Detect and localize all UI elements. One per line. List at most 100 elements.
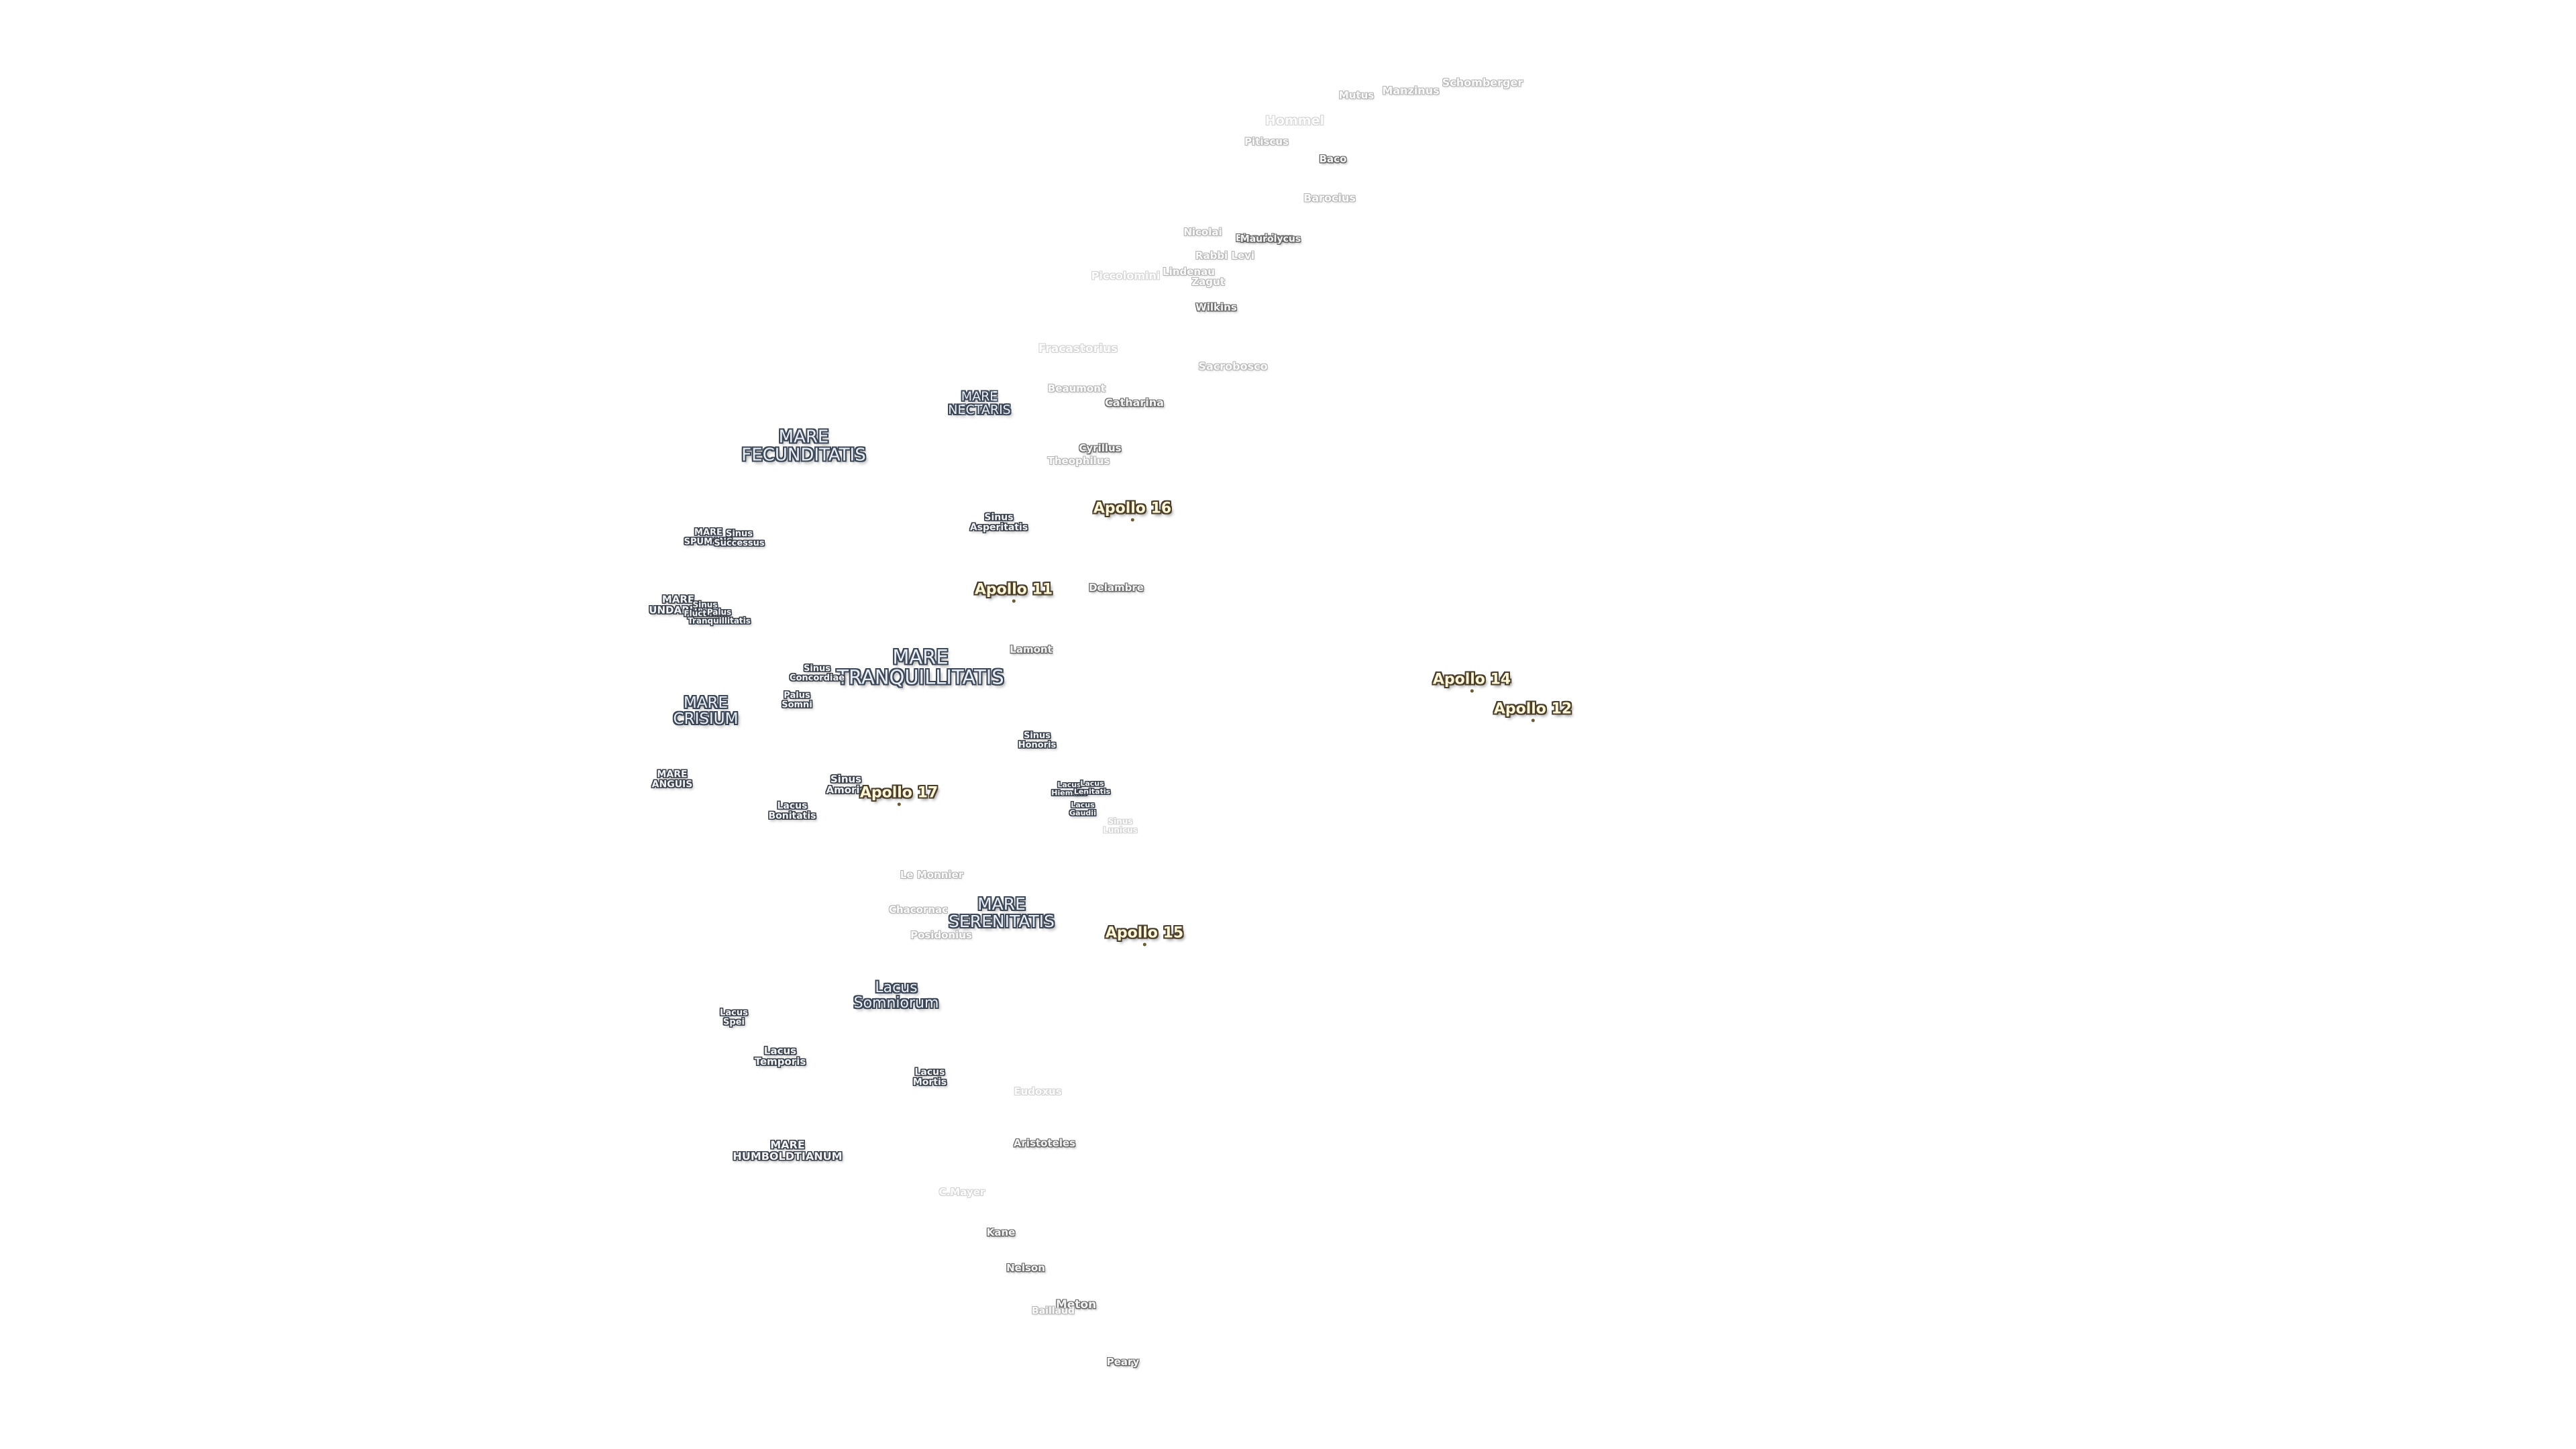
- label-text: MARE CRISIUM: [673, 694, 739, 728]
- label-text: Theophilus: [1047, 455, 1110, 468]
- label-apollo-17: Apollo 17: [860, 785, 938, 806]
- label-lacus-lenitatis: Lacus Lenitatis: [1074, 780, 1110, 795]
- label-pitiscus: Pitiscus: [1244, 136, 1289, 148]
- label-meton: Meton: [1056, 1299, 1096, 1311]
- label-text: Baillaud: [1032, 1305, 1075, 1317]
- label-text: Sinus Amoris: [826, 773, 866, 796]
- label-text: Nicolai: [1183, 226, 1222, 239]
- label-sinus-concordiae: Sinus Concordiae: [790, 664, 845, 682]
- label-text: Lacus Mortis: [912, 1067, 947, 1087]
- label-text: Eudoxus: [1014, 1085, 1062, 1098]
- label-text: Lindenau: [1163, 266, 1215, 278]
- label-text: Sinus Successus: [714, 529, 765, 548]
- label-text: MARE HUMBOLDTIANUM: [733, 1138, 843, 1163]
- label-text: Wilkins: [1195, 301, 1237, 314]
- label-lacus-hiemalis: Lacus Hiemalis: [1051, 781, 1087, 796]
- label-text: Lacus Gaudii: [1069, 800, 1096, 817]
- label-text: Lacus Spei: [720, 1008, 748, 1027]
- label-christian-mayer: C.Mayer: [939, 1187, 985, 1198]
- label-mare-serenitatis: MARE SERENITATIS: [949, 894, 1055, 931]
- label-text: Lacus Somniorum: [853, 979, 939, 1012]
- label-sinus-fluctuum: Sinus Fluctuum: [684, 600, 726, 617]
- landing-site-marker-icon: [1531, 718, 1535, 722]
- label-piccolomini: Piccolomini: [1091, 269, 1161, 282]
- label-schomberger: Schomberger: [1442, 77, 1523, 89]
- label-lacus-bonitatis: Lacus Bonitatis: [768, 801, 816, 820]
- label-apollo-15: Apollo 15: [1106, 925, 1183, 947]
- label-text: MARE TRANQUILLITATIS: [837, 645, 1004, 689]
- label-posidonius: Posidonius: [910, 930, 972, 941]
- label-text: Barocius: [1303, 191, 1356, 205]
- label-sinus-amoris: Sinus Amoris: [826, 773, 866, 796]
- label-text: Palus Somni: [782, 690, 812, 710]
- label-chacornac: Chacornac: [889, 904, 948, 916]
- label-mare-anguis: MARE ANGUIS: [652, 769, 693, 789]
- label-text: Sinus Lunicus: [1103, 816, 1138, 835]
- label-fracastorius: Fracastorius: [1038, 343, 1118, 356]
- label-text: Apollo 14: [1432, 671, 1511, 688]
- label-mare-nectaris: MARE NECTARIS: [948, 390, 1010, 417]
- label-mutus: Mutus: [1338, 89, 1375, 102]
- label-text: Lacus Bonitatis: [768, 800, 816, 821]
- label-barocius: Barocius: [1303, 193, 1356, 205]
- label-text: MARE SPUMANS: [684, 527, 733, 547]
- label-mare-crisium: MARE CRISIUM: [674, 695, 739, 727]
- label-sinus-lunicus: Sinus Lunicus: [1103, 817, 1138, 834]
- label-text: C.Mayer: [938, 1186, 985, 1199]
- label-text: MARE SERENITATIS: [949, 894, 1055, 931]
- label-manzinus: Manzinus: [1382, 85, 1439, 97]
- label-text: Hommel: [1265, 113, 1324, 129]
- label-lamont: Lamont: [1010, 643, 1053, 656]
- label-text: Sinus Honoris: [1018, 731, 1057, 750]
- label-text: Sinus Asperitatis: [969, 512, 1028, 533]
- label-lacus-gaudii: Lacus Gaudii: [1069, 801, 1096, 816]
- label-sinus-asperitatis: Sinus Asperitatis: [970, 513, 1028, 532]
- label-mare-fecunditatis: MARE FECUNDITATIS: [741, 428, 865, 466]
- label-text: Piccolomini: [1091, 269, 1161, 282]
- label-mare-tranquillitatis: MARE TRANQUILLITATIS: [837, 647, 1004, 688]
- label-text: Lacus Temporis: [754, 1044, 806, 1067]
- label-text: MARE ANGUIS: [651, 769, 693, 790]
- label-text: MARE NECTARIS: [948, 389, 1011, 417]
- label-text: Lamont: [1010, 643, 1053, 656]
- label-text: Le Monnier: [900, 869, 964, 881]
- label-lacus-somniorum: Lacus Somniorum: [854, 980, 939, 1011]
- label-hommel: Hommel: [1265, 113, 1324, 129]
- label-text: Lacus Hiemalis: [1051, 780, 1087, 797]
- label-text: Maurolycus: [1240, 233, 1301, 245]
- label-rabbi-levi: Rabbi Levi: [1195, 250, 1254, 262]
- label-mare-undarum: MARE UNDARUM: [649, 594, 707, 616]
- label-sinus-honoris: Sinus Honoris: [1018, 731, 1057, 749]
- label-text: Mutus: [1338, 89, 1375, 102]
- label-mare-humboldtianum: MARE HUMBOLDTIANUM: [733, 1138, 843, 1163]
- label-nelson: Nelson: [1006, 1263, 1045, 1274]
- label-text: Palus Tranquillitatis: [688, 607, 751, 625]
- label-maurolycus: Maurolycus: [1240, 233, 1301, 245]
- label-baillaud: Baillaud: [1032, 1305, 1075, 1317]
- label-beaumont: Beaumont: [1047, 382, 1106, 395]
- label-text: Lacus Lenitatis: [1073, 779, 1111, 796]
- label-wilkins: Wilkins: [1195, 301, 1237, 314]
- label-delambre: Delambre: [1089, 582, 1144, 594]
- label-text: Cyrillus: [1079, 442, 1122, 455]
- label-text: Apollo 16: [1093, 500, 1172, 517]
- label-sinus-successus: Sinus Successus: [714, 529, 764, 547]
- label-lacus-spei: Lacus Spei: [720, 1008, 748, 1026]
- label-text: Nelson: [1006, 1262, 1045, 1275]
- label-text: Sinus Concordiae: [789, 663, 845, 683]
- label-lindenau: Lindenau: [1163, 266, 1215, 278]
- label-text: Sacrobosco: [1198, 360, 1268, 373]
- landing-site-marker-icon: [1130, 518, 1134, 522]
- label-theophilus: Theophilus: [1047, 455, 1110, 468]
- label-nicolai: Nicolai: [1183, 227, 1222, 238]
- label-text: Fracastorius: [1038, 342, 1118, 356]
- label-text: Peary: [1106, 1356, 1140, 1368]
- landing-site-marker-icon: [1142, 943, 1146, 947]
- label-aristoteles: Aristoteles: [1014, 1138, 1075, 1149]
- label-mare-spumans: MARE SPUMANS: [684, 528, 733, 546]
- label-text: Catharina: [1105, 396, 1164, 409]
- label-kane: Kane: [987, 1227, 1016, 1238]
- label-text: Apollo 11: [974, 581, 1053, 598]
- label-blanchinus: Blanchinus: [1236, 233, 1293, 244]
- label-text: Beaumont: [1047, 382, 1106, 395]
